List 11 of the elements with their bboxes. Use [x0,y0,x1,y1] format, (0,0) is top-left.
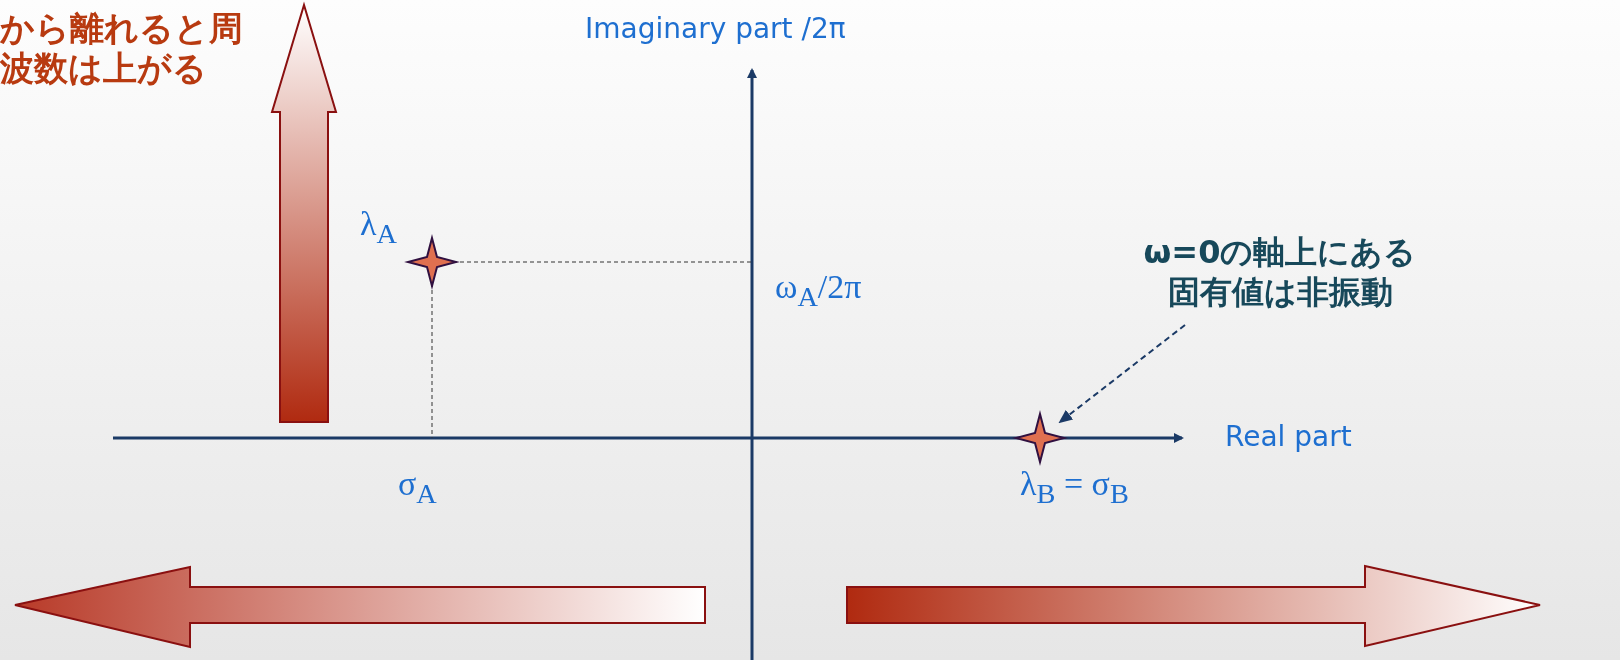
value-label: σ$_{A}$ [398,465,437,510]
value-label: ω$_{A}$/2π [775,268,862,313]
note-text: から離れると周波数は上がる [0,8,244,88]
eigenvalue-label: λ$_{B}$ = σ$_{B}$ [1020,465,1129,510]
eigenvalue-star [404,234,460,290]
axis-label: Imaginary part /2π [585,12,846,45]
leader-arrow [1058,324,1186,424]
eigenvalue-star [1012,410,1068,466]
callout-text: ω=0の軸上にある固有値は非振動 [1135,232,1425,312]
eigenvalue-label: λ$_{A}$ [360,205,397,250]
axis-label: Real part [1225,420,1352,453]
